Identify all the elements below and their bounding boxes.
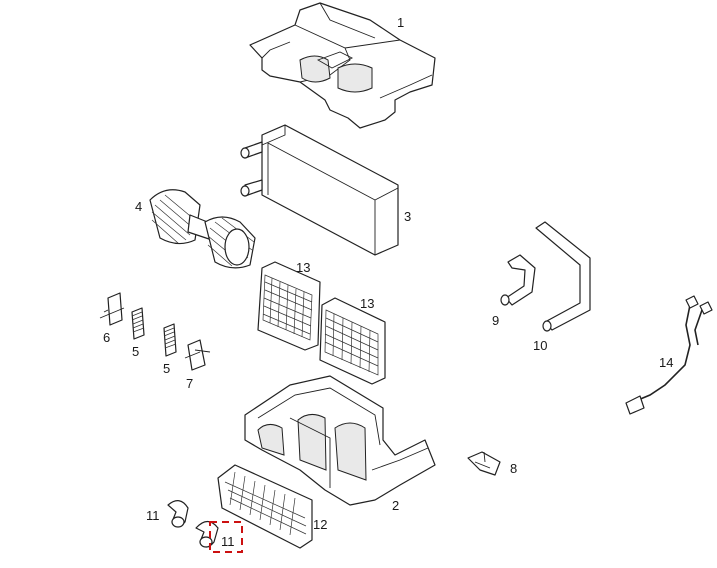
part-11-hose-elbow-a[interactable] [167, 500, 189, 528]
label-part-5-a: 5 [132, 344, 140, 359]
part-9-pipe[interactable] [500, 254, 536, 306]
part-8-bracket[interactable] [467, 451, 501, 476]
label-part-7: 7 [186, 376, 194, 391]
label-part-1: 1 [397, 15, 405, 30]
part-5-spring-a[interactable] [131, 307, 145, 340]
part-6-clip[interactable] [99, 292, 125, 326]
part-2-lower-housing[interactable] [244, 375, 436, 506]
part-3-heater-core[interactable] [240, 124, 399, 256]
label-part-11-b: 11 [221, 534, 235, 549]
part-4-blower-fan[interactable] [149, 189, 256, 269]
part-7-bracket[interactable] [184, 339, 211, 371]
label-part-10: 10 [533, 338, 548, 353]
part-12-grille[interactable] [217, 464, 313, 549]
label-part-13-a: 13 [296, 260, 311, 275]
label-part-4: 4 [135, 199, 143, 214]
label-part-11-a: 11 [146, 508, 160, 523]
label-part-13-b: 13 [360, 296, 375, 311]
part-1-upper-housing[interactable] [249, 2, 436, 129]
part-11-hose-elbow-b[interactable] [195, 520, 219, 548]
label-part-3: 3 [404, 209, 412, 224]
part-10-pipe[interactable] [535, 221, 591, 332]
highlight-box-part-11 [209, 521, 243, 553]
part-13-filter-left[interactable] [257, 261, 321, 351]
label-part-12: 12 [313, 517, 328, 532]
label-part-9: 9 [492, 313, 500, 328]
label-part-14: 14 [659, 355, 674, 370]
part-14-wiring-harness[interactable] [625, 295, 713, 415]
part-13-filter-right[interactable] [319, 297, 386, 385]
label-part-6: 6 [103, 330, 111, 345]
label-part-8: 8 [510, 461, 518, 476]
label-part-5-b: 5 [163, 361, 171, 376]
label-part-2: 2 [392, 498, 400, 513]
part-5-spring-b[interactable] [163, 323, 177, 357]
